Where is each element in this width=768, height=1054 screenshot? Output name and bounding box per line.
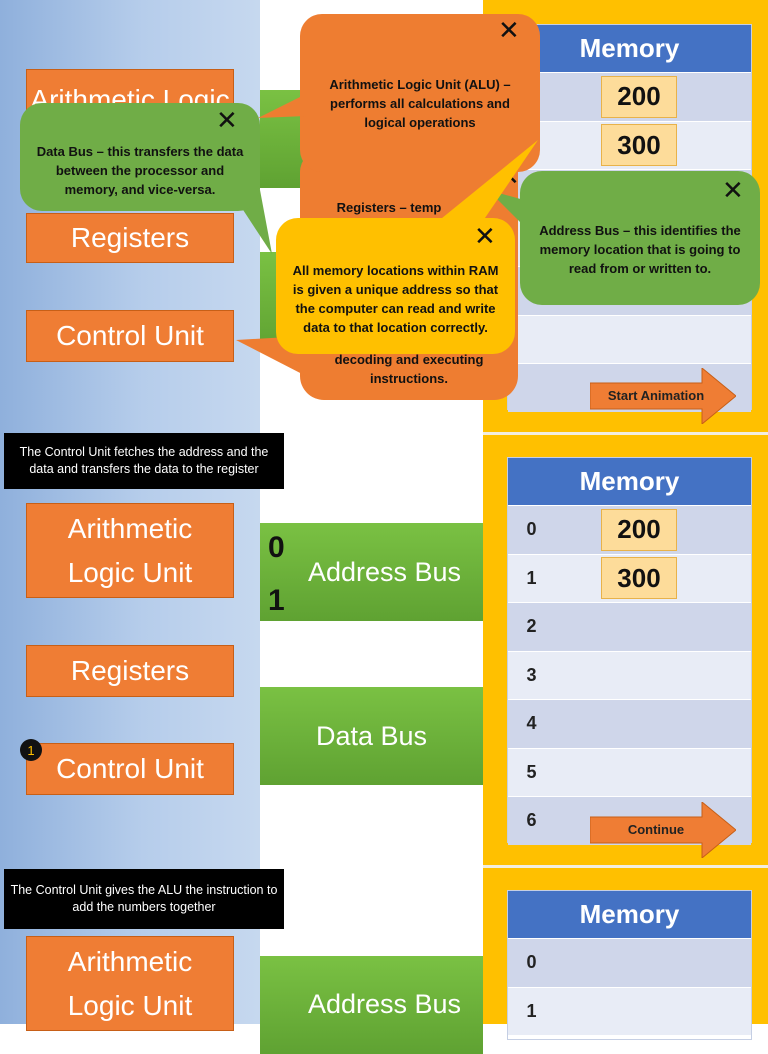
address-bit: 0 — [268, 531, 285, 564]
memory-row: 300 — [508, 120, 751, 169]
memory-row: 0 — [508, 938, 751, 987]
memory-value: 200 — [601, 508, 677, 551]
memory-row: 1 — [508, 986, 751, 1035]
control-unit-box: Control Unit — [26, 743, 234, 795]
memory-title: Memory — [508, 891, 751, 938]
memory-row: 2 — [508, 602, 751, 651]
memory-title: Memory — [508, 25, 751, 72]
step-caption: The Control Unit fetches the address and… — [4, 433, 284, 489]
memory-table: Memory 0 1 — [507, 890, 752, 1040]
callout-ram-address[interactable]: All memory locations within RAM is given… — [276, 218, 515, 354]
close-icon[interactable]: ✕ — [216, 106, 238, 136]
callout-data-bus[interactable]: Data Bus – this transfers the data betwe… — [20, 103, 260, 211]
memory-value: 200 — [601, 75, 677, 118]
callout-alu[interactable]: Arithmetic Logic Unit (ALU) – performs a… — [300, 14, 540, 172]
address-bit: 1 — [268, 584, 285, 617]
slide-divider — [483, 432, 768, 435]
control-unit-box: Control Unit — [26, 310, 234, 362]
memory-title: Memory — [508, 458, 751, 505]
address-bus-bar: Address Bus — [260, 956, 483, 1054]
start-animation-button[interactable]: Start Animation — [590, 368, 736, 424]
slide-divider — [483, 865, 768, 868]
close-icon[interactable]: ✕ — [498, 16, 520, 46]
registers-box: Registers — [26, 213, 234, 263]
callout-pointer — [415, 140, 538, 240]
memory-row: 5 — [508, 747, 751, 796]
memory-row: 3 — [508, 650, 751, 699]
animation-step-badge[interactable]: 1 — [20, 739, 42, 761]
callout-pointer — [258, 94, 306, 118]
memory-value: 300 — [601, 557, 677, 600]
memory-row: 200 — [508, 72, 751, 121]
registers-box: Registers — [26, 645, 234, 697]
address-bus-bar: Address Bus — [260, 523, 483, 621]
close-icon[interactable]: ✕ — [722, 176, 744, 206]
alu-box: Arithmetic Logic Unit — [26, 503, 234, 598]
close-icon[interactable]: ✕ — [474, 222, 496, 252]
step-caption: The Control Unit gives the ALU the instr… — [4, 869, 284, 929]
alu-box: Arithmetic Logic Unit — [26, 936, 234, 1031]
memory-row — [508, 314, 751, 363]
callout-address-bus[interactable]: Address Bus – this identifies the memory… — [520, 171, 760, 305]
memory-value: 300 — [601, 124, 677, 167]
memory-row: 4 — [508, 699, 751, 748]
data-bus-bar: Data Bus — [260, 687, 483, 785]
continue-button[interactable]: Continue — [590, 802, 736, 858]
